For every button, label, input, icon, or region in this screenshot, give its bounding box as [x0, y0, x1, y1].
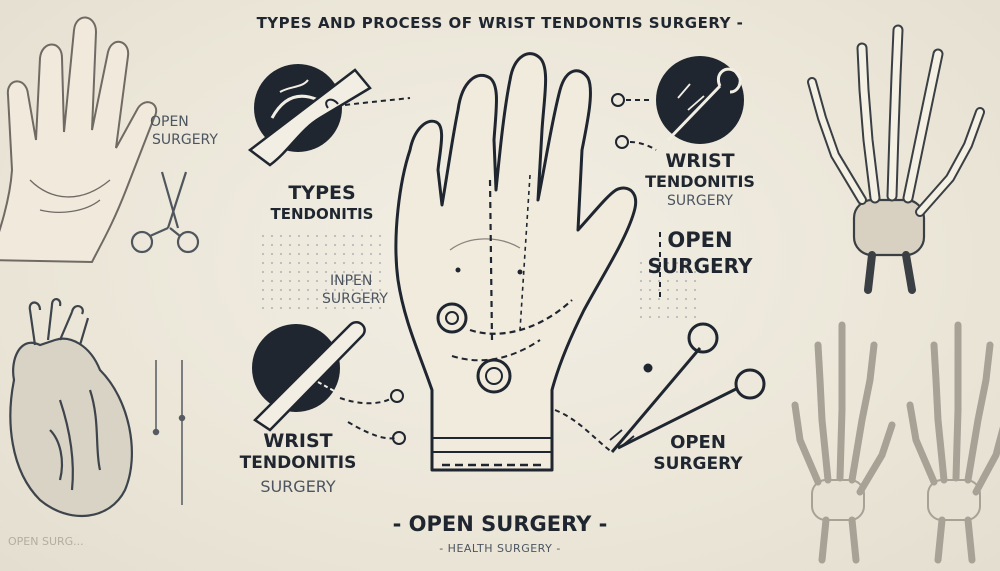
wrist-right-tendonitis-label: TENDONITIS	[645, 172, 755, 191]
open-right-surgery-label: SURGERY	[647, 254, 753, 278]
heart-illustration	[9, 298, 133, 518]
corner-faded-label: OPEN SURG...	[8, 535, 84, 548]
open-low-label: OPEN	[670, 432, 726, 453]
bottom-subtitle: - HEALTH SURGERY -	[439, 542, 561, 555]
connector-left-low	[339, 389, 406, 445]
types-tendonitis-label: TENDONITIS	[270, 205, 374, 223]
halftone-right	[640, 262, 700, 324]
wrist-right-surgery-label: SURGERY	[667, 193, 733, 209]
left-open-label: OPEN	[150, 114, 189, 130]
types-label: TYPES	[288, 182, 356, 204]
hand-sketch-left	[0, 16, 157, 264]
suture-needle-icon	[656, 56, 744, 144]
wrist-left-label: WRIST	[263, 430, 333, 452]
wrist-left-surgery-label: SURGERY	[260, 477, 336, 496]
halftone-left	[258, 232, 388, 312]
connector-right-low	[554, 409, 613, 453]
open-right-label: OPEN	[667, 228, 733, 252]
hand-illustration	[394, 52, 637, 472]
scalpel-icon	[252, 320, 366, 432]
hand-skeleton-illustration	[807, 24, 985, 294]
inpen-surgery-label: SURGERY	[322, 291, 388, 307]
wrist-right-label: WRIST	[665, 150, 735, 172]
scissors-icon-left	[130, 171, 200, 254]
page-title: TYPES AND PROCESS OF WRIST TENDONTIS SUR…	[256, 14, 744, 32]
left-surgery-label: SURGERY	[152, 132, 218, 148]
probe-icons	[152, 360, 186, 505]
inpen-label: INPEN	[330, 273, 373, 289]
hand-skeleton-lower-right	[906, 321, 1000, 564]
connector-types	[344, 97, 411, 106]
tendon-icon	[247, 64, 372, 167]
hemostat-icon	[609, 322, 766, 453]
open-low-surgery-label: SURGERY	[653, 454, 743, 474]
hand-skeleton-lower-left	[791, 321, 896, 564]
bottom-title: - OPEN SURGERY -	[392, 512, 608, 536]
wrist-left-tendonitis-label: TENDONITIS	[239, 453, 357, 473]
connector-right-top	[611, 93, 661, 300]
